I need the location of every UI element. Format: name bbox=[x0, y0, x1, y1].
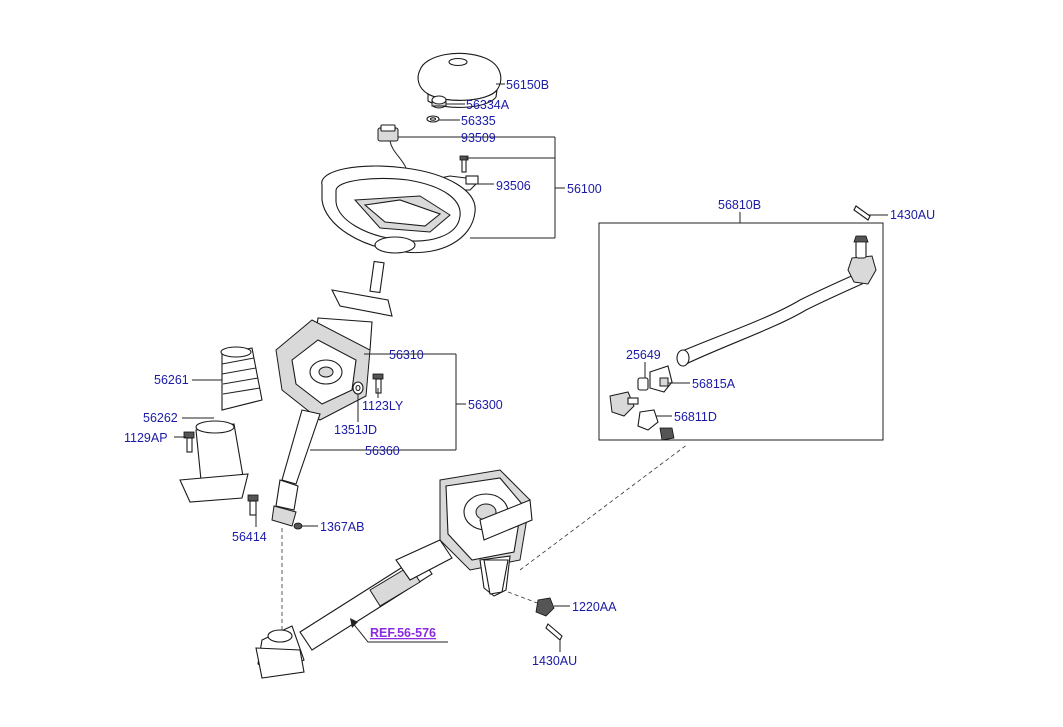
clamp-56815a bbox=[649, 365, 673, 393]
cotter-pin-1430au-top bbox=[853, 205, 871, 221]
label-56815a: 56815A bbox=[692, 377, 736, 391]
steering-column-upper bbox=[275, 260, 393, 421]
bushing-25649 bbox=[637, 377, 649, 391]
label-1430au-bottom: 1430AU bbox=[532, 654, 577, 668]
label-56334a: 56334A bbox=[466, 98, 510, 112]
label-1220aa: 1220AA bbox=[572, 600, 617, 614]
label-56262: 56262 bbox=[143, 411, 178, 425]
label-1430au-top: 1430AU bbox=[890, 208, 935, 222]
ball-joint-56811d bbox=[609, 391, 675, 441]
label-56300: 56300 bbox=[468, 398, 503, 412]
label-56100: 56100 bbox=[567, 182, 602, 196]
nut-1220aa bbox=[535, 597, 555, 617]
part-labels: 56150B 56334A 56335 93509 93506 56100 56… bbox=[124, 78, 935, 668]
nut-56334a bbox=[431, 95, 447, 109]
label-1123ly: 1123LY bbox=[362, 399, 404, 413]
label-93506: 93506 bbox=[496, 179, 531, 193]
label-56810b: 56810B bbox=[718, 198, 761, 212]
bolt-56414 bbox=[247, 494, 259, 516]
label-56150b: 56150B bbox=[506, 78, 549, 92]
steering-wheel bbox=[321, 165, 476, 254]
label-56811d: 56811D bbox=[674, 410, 717, 424]
washer-56335 bbox=[426, 115, 440, 123]
washer-1351jd bbox=[352, 381, 364, 395]
label-1367ab: 1367AB bbox=[320, 520, 364, 534]
pitman-arm bbox=[483, 559, 509, 595]
label-56335: 56335 bbox=[461, 114, 496, 128]
tie-rod-assembly bbox=[676, 235, 877, 367]
label-1351jd: 1351JD bbox=[334, 423, 377, 437]
label-1129ap: 1129AP bbox=[124, 431, 168, 445]
label-56261: 56261 bbox=[154, 373, 189, 387]
steering-shaft-56360 bbox=[271, 409, 321, 527]
label-93509: 93509 bbox=[461, 131, 496, 145]
airbag-module bbox=[417, 52, 502, 108]
boot-56261 bbox=[220, 346, 263, 411]
cotter-pin-1430au-bottom bbox=[545, 623, 563, 641]
nut-1367ab bbox=[293, 522, 303, 530]
steering-gear-box bbox=[439, 469, 533, 597]
label-56414: 56414 bbox=[232, 530, 267, 544]
reference-link[interactable]: REF.56-576 bbox=[370, 626, 436, 640]
label-56310: 56310 bbox=[389, 348, 424, 362]
screw-1129ap bbox=[183, 431, 195, 453]
cover-56262 bbox=[179, 420, 249, 503]
intermediate-shaft bbox=[255, 539, 453, 679]
label-25649: 25649 bbox=[626, 348, 661, 362]
label-56360: 56360 bbox=[365, 444, 400, 458]
leader-lines bbox=[174, 83, 888, 652]
